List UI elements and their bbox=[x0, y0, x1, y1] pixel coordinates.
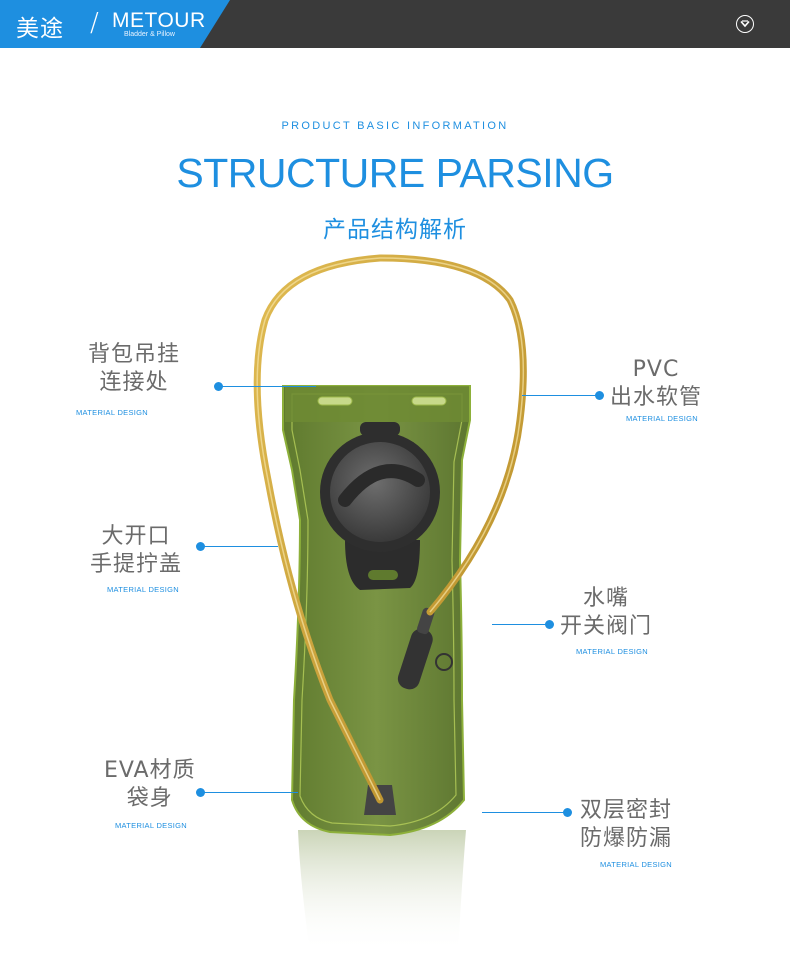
callout-seal-label: 双层密封 防爆防漏 bbox=[580, 797, 672, 853]
callout-hang-line bbox=[222, 386, 316, 388]
callout-pvc-line1: PVC bbox=[632, 357, 680, 382]
callout-valve-line bbox=[492, 624, 548, 626]
callout-seal-sub: MATERIAL DESIGN bbox=[599, 860, 672, 869]
callout-eva-line bbox=[204, 792, 298, 794]
page-title: STRUCTURE PARSING bbox=[176, 150, 614, 196]
brand-name-en: METOUR bbox=[112, 9, 206, 32]
screw-cap bbox=[320, 422, 440, 590]
callout-hang-sub: MATERIAL DESIGN bbox=[75, 408, 148, 417]
section-kicker: PRODUCT BASIC INFORMATION bbox=[281, 120, 509, 132]
callout-pvc-dot bbox=[595, 391, 604, 400]
callout-hang-label: 背包吊挂 连接处 bbox=[88, 341, 180, 397]
callout-eva-label: EVA材质 袋身 bbox=[104, 757, 196, 813]
callout-pvc-line bbox=[522, 395, 598, 397]
brand-name-cn: 美途 bbox=[16, 16, 64, 42]
callout-hang-line1: 背包吊挂 bbox=[88, 342, 181, 367]
callout-pvc-line2: 出水软管 bbox=[610, 385, 703, 410]
callout-eva-line2: 袋身 bbox=[126, 786, 173, 811]
callout-eva-line1: EVA材质 bbox=[104, 758, 196, 783]
callout-valve-label: 水嘴 开关阀门 bbox=[560, 585, 652, 641]
callout-cap-line bbox=[204, 546, 278, 548]
top-bar: 美途 / METOUR Bladder & Pillow bbox=[0, 0, 790, 48]
callout-pvc-label: PVC 出水软管 bbox=[610, 356, 702, 412]
callout-seal-dot bbox=[563, 808, 572, 817]
callout-valve-sub: MATERIAL DESIGN bbox=[575, 647, 648, 656]
callout-valve-line1: 水嘴 bbox=[583, 586, 630, 611]
brand-divider: / bbox=[90, 8, 99, 38]
callout-hang-line2: 连接处 bbox=[99, 370, 169, 395]
callout-pvc-sub: MATERIAL DESIGN bbox=[625, 414, 698, 423]
callout-hang-dot bbox=[214, 382, 223, 391]
callout-cap-dot bbox=[196, 542, 205, 551]
callout-cap-label: 大开口 手提拧盖 bbox=[90, 523, 182, 579]
bladder-reflection bbox=[298, 830, 466, 953]
brand-tagline: Bladder & Pillow bbox=[124, 31, 175, 38]
chevron-down-circle-icon[interactable] bbox=[736, 15, 754, 33]
brand-logo[interactable]: 美途 / METOUR Bladder & Pillow bbox=[0, 0, 230, 48]
callout-eva-sub: MATERIAL DESIGN bbox=[114, 821, 187, 830]
page-subtitle-cn: 产品结构解析 bbox=[323, 217, 467, 243]
callout-seal-line1: 双层密封 bbox=[580, 798, 673, 823]
callout-eva-dot bbox=[196, 788, 205, 797]
callout-seal-line bbox=[482, 812, 566, 814]
chevron-down-glyph bbox=[740, 20, 750, 28]
callout-cap-line1: 大开口 bbox=[101, 524, 171, 549]
callout-valve-line2: 开关阀门 bbox=[560, 614, 653, 639]
callout-cap-sub: MATERIAL DESIGN bbox=[106, 585, 179, 594]
callout-cap-line2: 手提拧盖 bbox=[90, 552, 183, 577]
callout-seal-line2: 防爆防漏 bbox=[580, 826, 673, 851]
callout-valve-dot bbox=[545, 620, 554, 629]
